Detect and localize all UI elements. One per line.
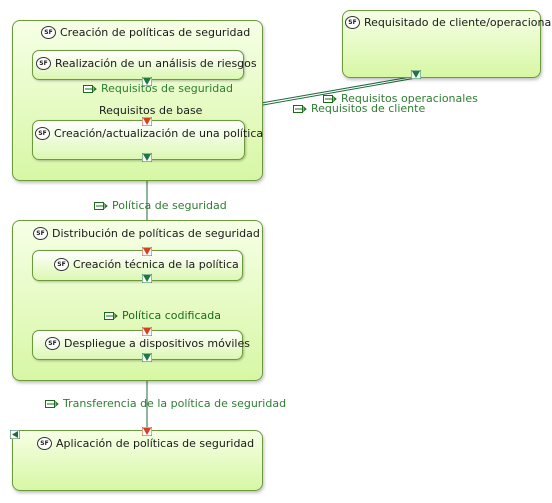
sf-icon: SF	[345, 16, 360, 29]
task-actualizacion-politica[interactable]	[32, 120, 245, 160]
group-requisitado-label: Requisitado de cliente/operacional	[364, 16, 552, 29]
sf-icon: SF	[33, 227, 48, 240]
group-aplicacion-label: Aplicación de políticas de seguridad	[56, 437, 255, 450]
task-analisis-label: Realización de un análisis de riesgos	[55, 57, 257, 70]
task-analisis-title: SF Realización de un análisis de riesgos	[36, 57, 257, 70]
task-despliegue-title: SF Despliegue a dispositivos móviles	[45, 337, 250, 350]
task-tecnica-title: SF Creación técnica de la política	[54, 258, 239, 271]
group-aplicacion-politicas[interactable]	[12, 430, 263, 491]
port-input-tecnica[interactable]	[142, 247, 152, 256]
data-flow-icon	[323, 94, 337, 103]
flow-requisitos-cliente: Requisitos de cliente	[293, 102, 425, 115]
sf-icon: SF	[37, 437, 52, 450]
task-despliegue[interactable]	[32, 330, 243, 360]
task-despliegue-label: Despliegue a dispositivos móviles	[64, 337, 250, 350]
data-flow-icon	[104, 311, 118, 320]
flow-requisitos-base: Requisitos de base	[99, 104, 203, 117]
flow-transferencia: Transferencia de la política de segurida…	[45, 397, 286, 410]
flow-requisitos-operacionales: Requisitos operacionales	[323, 92, 478, 105]
group-creacion-label: Creación de políticas de seguridad	[60, 26, 251, 39]
task-actualizacion-label: Creación/actualización de una política	[54, 127, 264, 140]
task-tecnica-label: Creación técnica de la política	[73, 258, 239, 271]
group-requisitado-title: SF Requisitado de cliente/operacional	[345, 16, 552, 29]
flag-icon	[10, 430, 20, 439]
sf-icon: SF	[41, 26, 56, 39]
port-input-despliegue[interactable]	[142, 327, 152, 336]
flow-politica-seguridad: Política de seguridad	[94, 199, 227, 212]
port-input-aplicacion[interactable]	[142, 427, 152, 436]
task-actualizacion-title: SF Creación/actualización de una polític…	[35, 127, 263, 140]
port-input-actualizacion[interactable]	[142, 117, 152, 126]
group-distribucion-label: Distribución de políticas de seguridad	[52, 227, 260, 240]
group-aplicacion-title: SF Aplicación de políticas de seguridad	[37, 437, 254, 450]
data-flow-icon	[45, 399, 59, 408]
flow-politica-codificada: Política codificada	[104, 309, 221, 322]
sf-icon: SF	[45, 337, 60, 350]
sf-icon: SF	[54, 258, 69, 271]
sf-icon: SF	[36, 57, 51, 70]
port-output-actualizacion[interactable]	[142, 153, 152, 162]
sf-icon: SF	[35, 127, 50, 140]
data-flow-icon	[83, 84, 97, 93]
group-distribucion-title: SF Distribución de políticas de segurida…	[33, 227, 260, 240]
flow-requisitos-seguridad: Requisitos de seguridad	[83, 82, 233, 95]
port-output-tecnica[interactable]	[142, 274, 152, 283]
group-creacion-title: SF Creación de políticas de seguridad	[41, 26, 250, 39]
port-output-analisis[interactable]	[142, 77, 152, 86]
data-flow-icon	[293, 104, 307, 113]
task-analisis-riesgos[interactable]	[32, 50, 244, 80]
group-requisitado[interactable]	[342, 10, 541, 78]
port-output-requisitado[interactable]	[411, 70, 421, 79]
data-flow-icon	[94, 201, 108, 210]
port-output-despliegue[interactable]	[142, 353, 152, 362]
